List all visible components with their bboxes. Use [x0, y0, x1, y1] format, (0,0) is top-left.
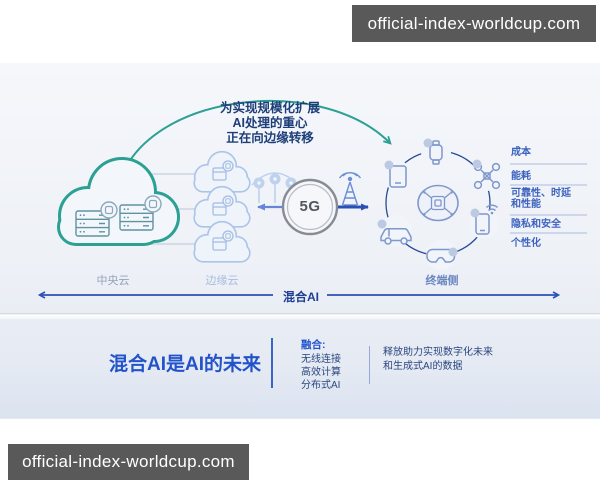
server-icon	[75, 201, 118, 237]
benefit-separators	[510, 163, 587, 234]
footer-title: 混合AI是AI的未来	[108, 354, 261, 375]
smartwatch-icon	[421, 137, 451, 167]
benefit-energy: 能耗	[511, 171, 531, 182]
5g-node	[281, 178, 339, 236]
fusion-item-compute: 高效计算	[301, 367, 341, 378]
tablet-icon	[383, 160, 413, 191]
car-icon	[377, 215, 412, 247]
5g-label: 5G	[299, 198, 321, 215]
fusion-item-wireless: 无线连接	[301, 354, 341, 365]
benefit-cost: 成本	[511, 147, 531, 158]
benefit-personalization: 个性化	[511, 238, 541, 249]
central-cloud-icon	[57, 157, 180, 246]
footer-description: 释放助力实现数字化未来 和生成式AI的数据	[383, 347, 493, 372]
benefit-privacy: 隐私和安全	[511, 219, 561, 230]
device-side-label: 终端侧	[425, 275, 459, 287]
edge-cloud-icon	[193, 150, 251, 193]
hybrid-ai-axis-label: 混合AI	[282, 290, 319, 304]
watermark-bottom: official-index-worldcup.com	[8, 444, 249, 480]
shift-note: 为实现规模化扩展 AI处理的重心 正在向边缘转移	[219, 101, 320, 145]
fusion-item-distributed-ai: 分布式AI	[301, 380, 341, 391]
footer-divider-2	[369, 346, 370, 384]
fusion-heading: 融合:	[301, 339, 326, 351]
footer-divider-1	[271, 338, 273, 388]
watermark-top: official-index-worldcup.com	[352, 5, 596, 42]
smartphone-icon	[469, 204, 499, 239]
diagram-canvas	[0, 100, 587, 315]
drone-icon	[472, 159, 502, 191]
radio-tower-icon	[338, 172, 362, 206]
ai-brain-chip-icon	[417, 184, 459, 222]
edge-cloud-label: 边缘云	[205, 275, 239, 287]
central-cloud-label: 中央云	[96, 275, 130, 287]
section-divider	[0, 313, 600, 319]
shift-arc-arrow	[117, 100, 392, 190]
benefit-reliability: 可靠性、时延 和性能	[511, 188, 571, 210]
vr-headset-icon	[426, 240, 458, 270]
